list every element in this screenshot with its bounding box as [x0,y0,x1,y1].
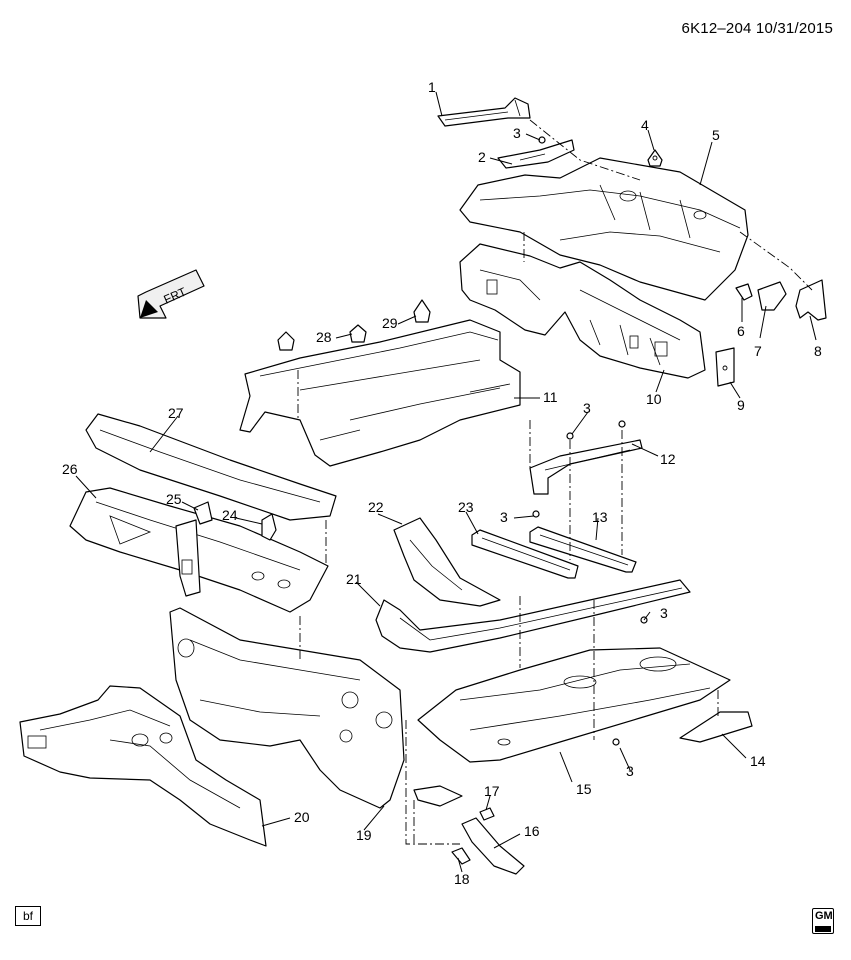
part-29-clip[interactable] [413,299,431,323]
part-10-rear-rail-assembly[interactable] [459,243,706,379]
part-28-clip-a[interactable] [277,331,295,351]
part-15-floor-pan[interactable] [417,647,731,763]
callout-8: 8 [814,343,822,359]
alignment-lines [297,119,813,846]
part-25-bracket[interactable] [175,501,213,597]
callout-3-b: 3 [583,400,591,416]
callout-1: 1 [428,79,436,95]
front-direction-arrow-icon: FRT [137,269,205,319]
callout-2: 2 [478,149,486,165]
gm-logo-bar [815,926,831,932]
callout-22: 22 [368,499,384,515]
part-9-plate[interactable] [715,347,735,387]
callout-3-a: 3 [513,125,521,141]
part-24-bracket[interactable] [261,513,277,541]
part-3-fastener-c[interactable] [618,420,626,428]
callout-29: 29 [382,315,398,331]
bf-label-box: bf [15,906,41,926]
callout-10: 10 [646,391,662,407]
callout-13: 13 [592,509,608,525]
callout-25: 25 [166,491,182,507]
part-11-crossmember-assembly[interactable] [239,319,521,467]
callout-21: 21 [346,571,362,587]
callout-18: 18 [454,871,470,887]
gm-logo-text: GM [815,910,833,922]
callout-4: 4 [641,117,649,133]
part-1-bar[interactable] [437,97,531,127]
diagram-date: 10/31/2015 [755,20,833,37]
part-13-crossmember[interactable] [529,526,637,573]
callout-23: 23 [458,499,474,515]
callout-5: 5 [712,127,720,143]
diagram-header: 6K12–204 10/31/2015 [682,20,833,37]
part-23-crossmember[interactable] [471,529,579,579]
callout-24: 24 [222,507,238,523]
part-3-fastener-b[interactable] [566,432,574,440]
callout-12: 12 [660,451,676,467]
part-7-bracket[interactable] [757,281,787,311]
part-20-front-rail[interactable] [19,685,267,847]
callout-28: 28 [316,329,332,345]
part-21-floor-rail[interactable] [375,579,691,653]
part-17-nut[interactable] [479,807,495,821]
callout-27: 27 [168,405,184,421]
part-28-clip-b[interactable] [349,324,367,343]
callout-17: 17 [484,783,500,799]
part-22-tunnel-bracket[interactable] [393,517,501,607]
callout-3-c: 3 [500,509,508,525]
callout-16: 16 [524,823,540,839]
part-27-cowl-panel[interactable] [85,413,337,521]
part-19-lower-bracket[interactable] [413,785,463,807]
part-26-plenum[interactable] [69,487,329,613]
part-2-bracket[interactable] [497,139,575,169]
callout-labels: 1 2 3 4 5 6 7 8 9 10 11 12 3 13 3 23 22 … [62,79,822,887]
callout-3-e: 3 [626,763,634,779]
callout-20: 20 [294,809,310,825]
callout-11: 11 [543,389,558,405]
callout-19: 19 [356,827,372,843]
part-18-bolt[interactable] [451,847,471,865]
part-3-fastener-f[interactable] [612,738,620,746]
callout-6: 6 [737,323,745,339]
part-3-fastener-d[interactable] [532,510,540,518]
callout-3-d: 3 [660,605,668,621]
diagram-id: 6K12–204 [681,20,752,37]
leader-lines [75,91,817,873]
part-16-bracket[interactable] [461,817,525,875]
part-6-bracket[interactable] [735,283,753,301]
callout-26: 26 [62,461,78,477]
part-5-rear-floor-panel[interactable] [459,157,749,301]
part-19-dash-panel[interactable] [169,607,405,809]
part-12-rail[interactable] [529,439,643,495]
callout-9: 9 [737,397,745,413]
callout-7: 7 [754,343,762,359]
callout-14: 14 [750,753,766,769]
callout-15: 15 [576,781,592,797]
part-8-bracket[interactable] [795,279,827,321]
part-14-plate[interactable] [679,711,753,743]
gm-logo: GM [812,908,834,934]
part-4-bracket[interactable] [647,149,663,167]
